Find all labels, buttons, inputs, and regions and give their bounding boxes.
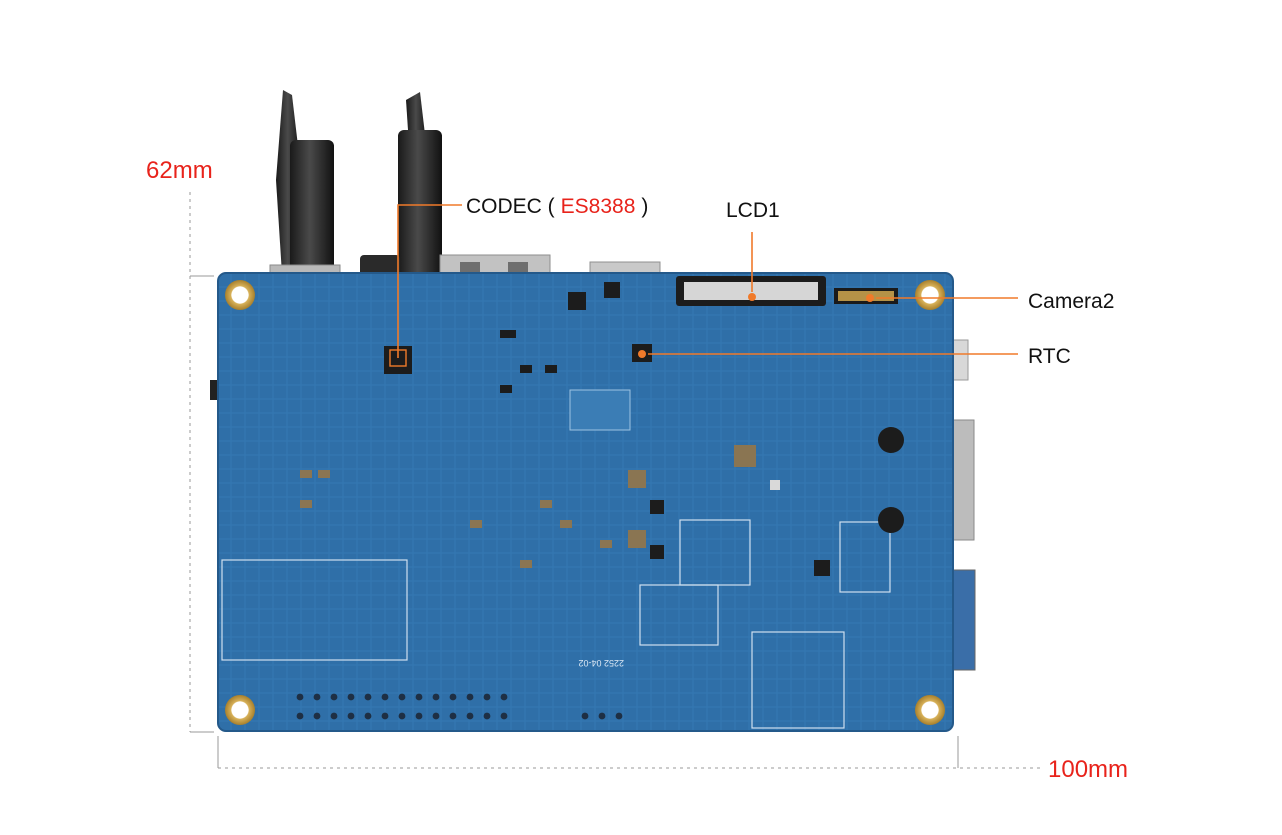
codec-chip-name: ES8388: [560, 195, 636, 218]
codec-prefix: CODEC (: [466, 195, 555, 218]
camera-label: Camera2: [1028, 290, 1115, 313]
callout-lines: [389, 204, 1018, 367]
dimension-lines: [189, 192, 1040, 769]
mounting-holes: [225, 280, 945, 725]
height-dimension-label: 62mm: [146, 157, 213, 184]
codec-callout-marker: [389, 349, 407, 367]
lcd-label: LCD1: [726, 199, 780, 222]
board-date-silkscreen: 2252 04-02: [578, 658, 624, 668]
codec-callout-line: [397, 204, 462, 358]
width-dimension-label: 100mm: [1048, 756, 1129, 783]
lcd-callout-dot: [748, 293, 756, 301]
pcb-components: [296, 276, 904, 720]
rtc-label: RTC: [1028, 345, 1071, 368]
codec-suffix: ): [641, 195, 649, 218]
camera-callout-dot: [866, 294, 874, 302]
pcb-board: [217, 272, 954, 732]
antenna-cables: [276, 90, 442, 275]
rtc-callout-dot: [638, 350, 646, 358]
codec-label: CODEC (ES8388): [466, 195, 648, 219]
